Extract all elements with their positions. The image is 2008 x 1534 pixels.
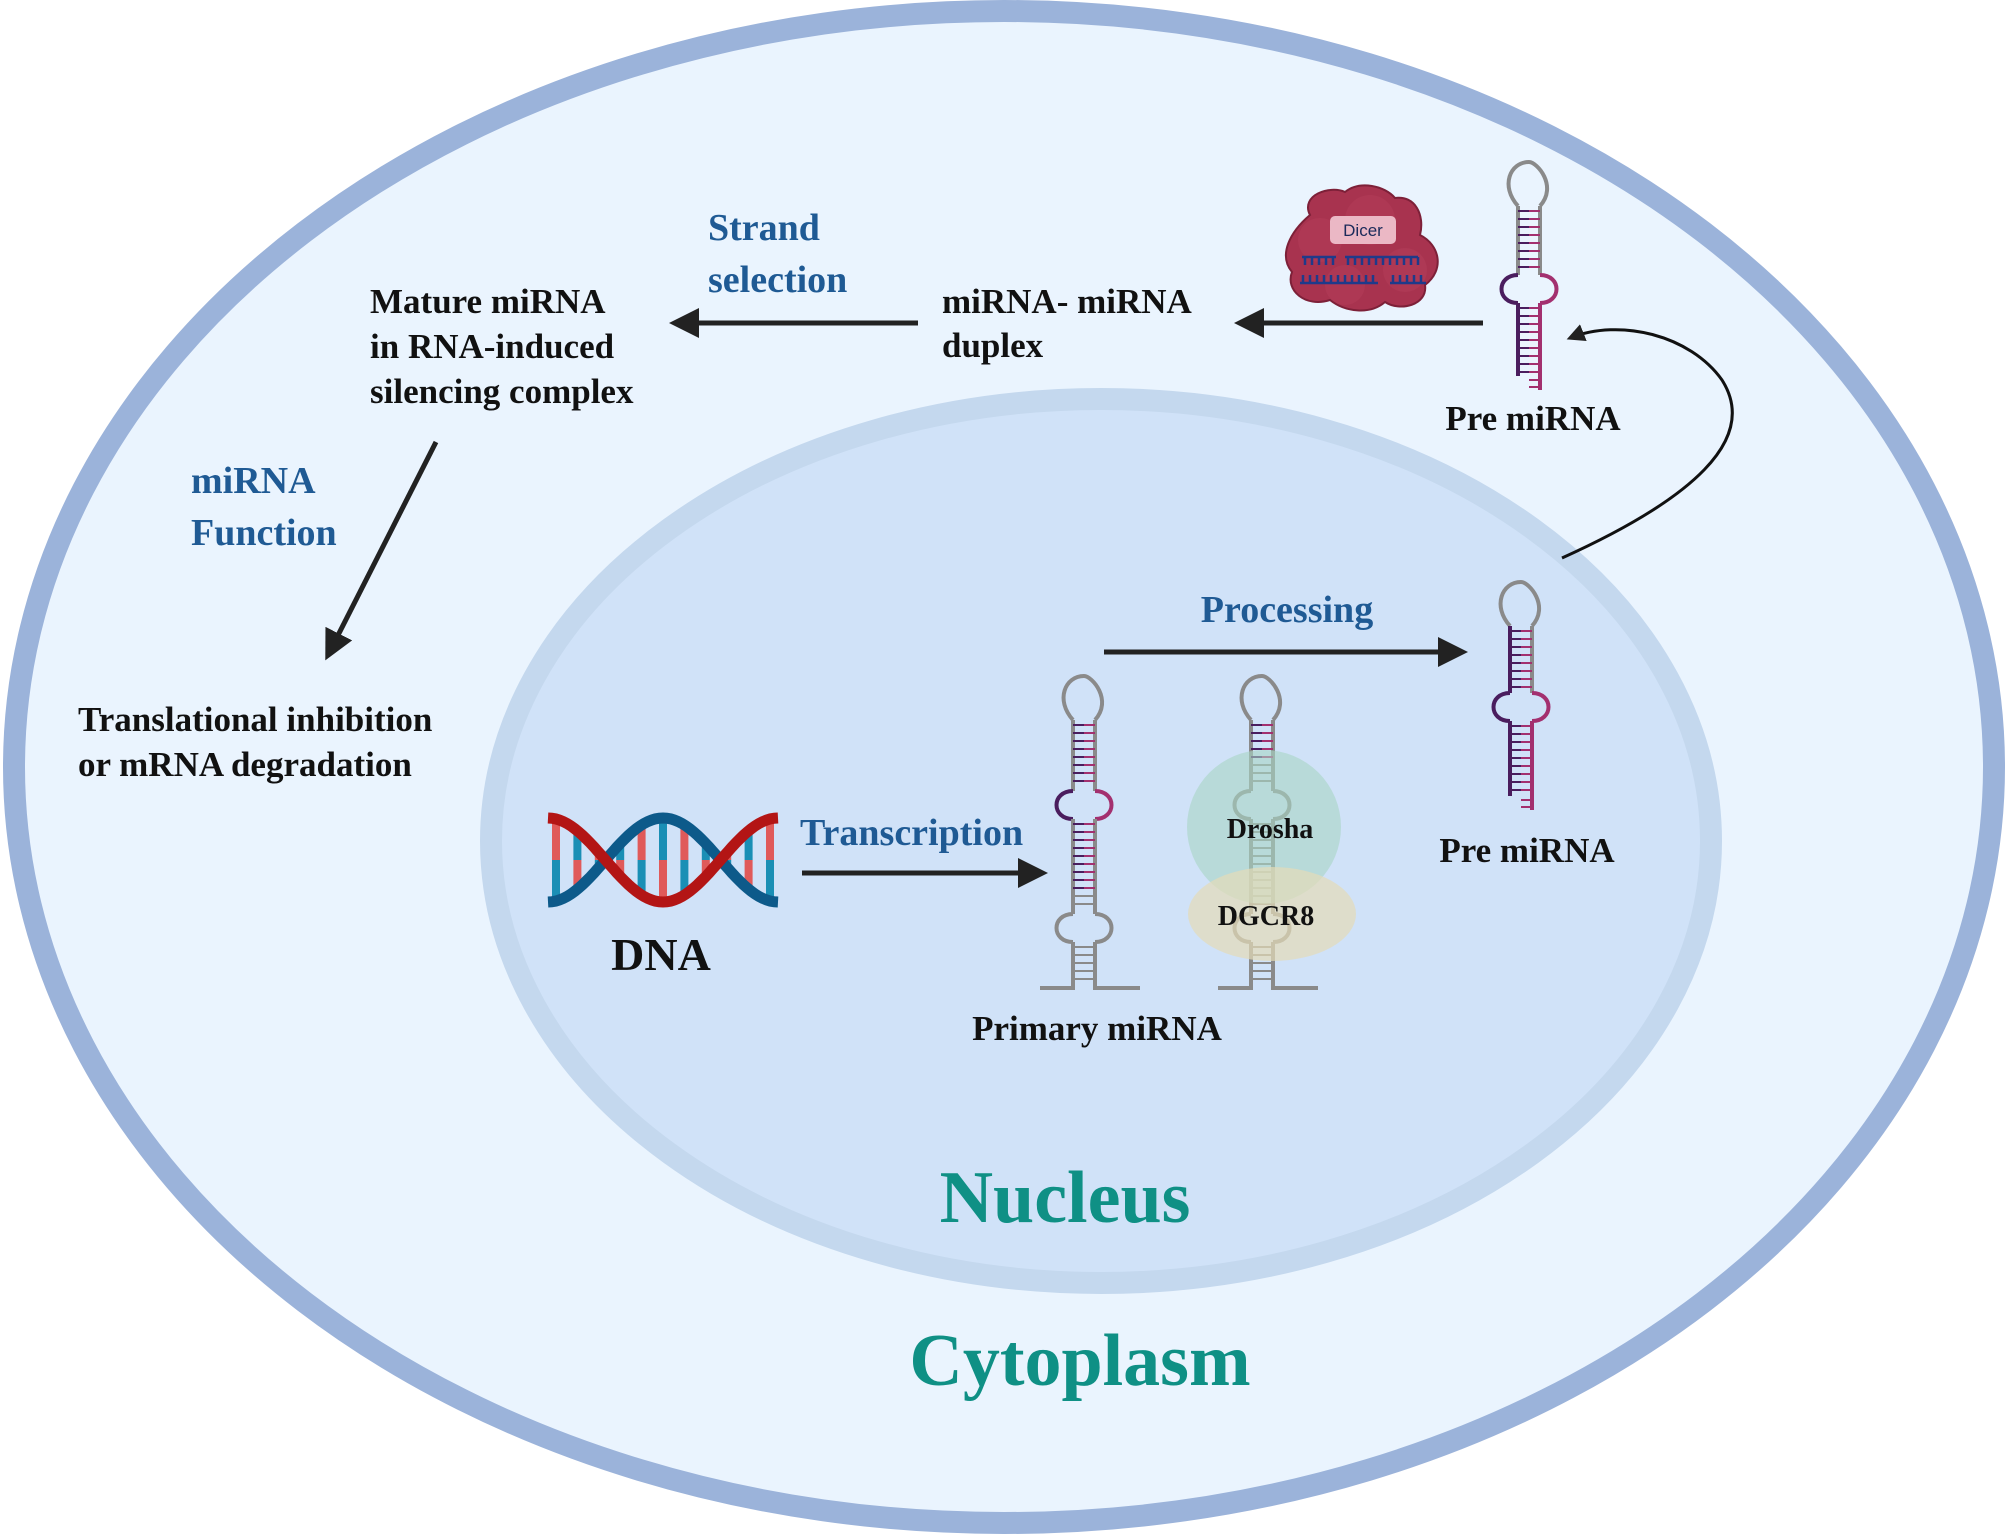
nucleus-label: Nucleus (940, 1157, 1191, 1239)
hairpin-loop (1239, 673, 1282, 722)
pre-mirna-cytoplasm-label: Pre miRNA (1445, 399, 1621, 438)
pre-mirna-nucleus-label: Pre miRNA (1439, 831, 1615, 870)
dna-label: DNA (611, 929, 711, 980)
primary-mirna-label: Primary miRNA (972, 1009, 1223, 1048)
dna-helix-icon (547, 812, 779, 908)
mirna-function-arrow (325, 440, 439, 661)
dicer-protein-icon: Dicer (1285, 184, 1439, 312)
outcome-label: Translational inhibition or mRNA degrada… (78, 700, 441, 784)
drosha-label: Drosha (1227, 814, 1314, 845)
pre-mirna-nucleus-hairpin-icon (1491, 579, 1551, 810)
mature-mirna-risc-label: Mature miRNA in RNA-induced silencing co… (370, 282, 634, 411)
nuclear-envelope (480, 388, 1722, 1294)
drosha-protein-icon (1187, 750, 1341, 904)
transcription-label: Transcription (800, 812, 1023, 854)
processing-label: Processing (1201, 589, 1373, 631)
primary-mirna-hairpin-icon (1040, 673, 1140, 990)
cytoplasm-label: Cytoplasm (909, 1320, 1250, 1402)
nuclear-export-arrow (1561, 324, 1734, 560)
strand-selection-label: Strand selection (708, 207, 847, 301)
hairpin-loop (1498, 579, 1541, 628)
dna-strand-blue (547, 812, 779, 908)
dicer-label: Dicer (1343, 221, 1383, 240)
dna-strand-red (547, 812, 779, 908)
dgcr8-protein-icon (1188, 867, 1356, 961)
dgcr8-label: DGCR8 (1218, 901, 1314, 932)
hairpin-loop (1506, 159, 1549, 208)
duplex-label: miRNA- miRNA duplex (942, 282, 1199, 365)
hairpin-loop (1061, 673, 1104, 722)
pre-mirna-cytoplasm-hairpin-icon (1499, 159, 1559, 390)
mirna-function-label: miRNA Function (191, 460, 337, 554)
